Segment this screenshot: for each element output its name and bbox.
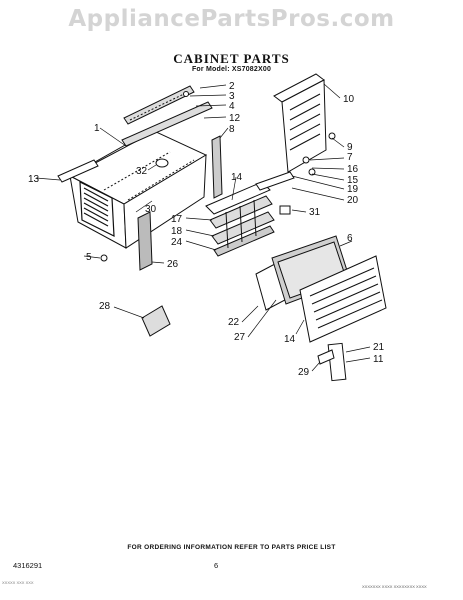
callout-5: 5: [86, 252, 92, 263]
screw: [100, 254, 108, 262]
fastener-c: [328, 132, 336, 140]
callout-31: 31: [309, 207, 321, 218]
cabinet-louvers: [79, 181, 115, 237]
callout-7: 7: [347, 152, 353, 163]
mounting-bracket-part: [141, 305, 171, 337]
callout-28: 28: [99, 301, 111, 312]
callout-21: 21: [373, 342, 385, 353]
callout-6: 6: [347, 233, 353, 244]
ordering-note: FOR ORDERING INFORMATION REFER TO PARTS …: [127, 544, 336, 551]
callout-14-bottom: 14: [284, 334, 296, 345]
callout-14-top: 14: [231, 172, 243, 183]
callout-2: 2: [229, 81, 235, 92]
fastener-d: [183, 91, 189, 97]
knob-part: [317, 349, 335, 365]
page-number: 6: [214, 561, 219, 570]
callout-13: 13: [28, 174, 40, 185]
callout-labels: 1 2 3 4 5 6 7 8 9 10 11 12 13 14 14 15 1…: [28, 81, 385, 378]
top-seal-strip-lower: [121, 101, 213, 147]
page-title: CABINET PARTS: [173, 51, 290, 66]
callout-10: 10: [343, 94, 355, 105]
callout-20: 20: [347, 195, 359, 206]
callout-27: 27: [234, 332, 246, 343]
side-seal-strip: [211, 135, 223, 199]
callout-11: 11: [373, 354, 384, 365]
callout-17: 17: [171, 214, 183, 225]
callout-9: 9: [347, 142, 353, 153]
side-frame-panel: [273, 73, 327, 173]
louver-bracket: [255, 171, 295, 191]
callout-19: 19: [347, 184, 359, 195]
callout-29: 29: [298, 367, 310, 378]
document-number: 4316291: [13, 561, 43, 570]
fastener-a: [302, 156, 310, 164]
control-plate: [327, 342, 347, 382]
callout-8: 8: [229, 124, 235, 135]
callout-30: 30: [145, 204, 157, 215]
control-knob: [155, 158, 169, 168]
retaining-clip: [279, 205, 291, 215]
mounting-rail: [57, 159, 99, 183]
callout-4: 4: [229, 101, 235, 112]
callout-15: 15: [347, 175, 359, 186]
callout-16: 16: [347, 164, 359, 175]
callout-12: 12: [229, 113, 241, 124]
callout-22: 22: [228, 317, 240, 328]
leader-lines: [35, 83, 371, 372]
fastener-b: [308, 168, 316, 176]
callout-26: 26: [167, 259, 179, 270]
watermark: AppliancePartsPros.com: [68, 6, 395, 32]
louver-blade-assembly: [205, 181, 275, 257]
callout-32: 32: [136, 166, 148, 177]
corner-note: XXXXX XXX XXX: [2, 580, 34, 585]
front-grille-panel: [299, 255, 387, 343]
copyright-note: XXXXXXX XXXX XXXXXXXX XXXX: [362, 584, 427, 589]
callout-1: 1: [94, 123, 100, 134]
model-subtitle: For Model: XS7082X00: [191, 66, 272, 73]
callout-18: 18: [171, 226, 183, 237]
callout-24: 24: [171, 237, 183, 248]
foam-side-seal: [137, 211, 153, 271]
callout-3: 3: [229, 91, 235, 102]
